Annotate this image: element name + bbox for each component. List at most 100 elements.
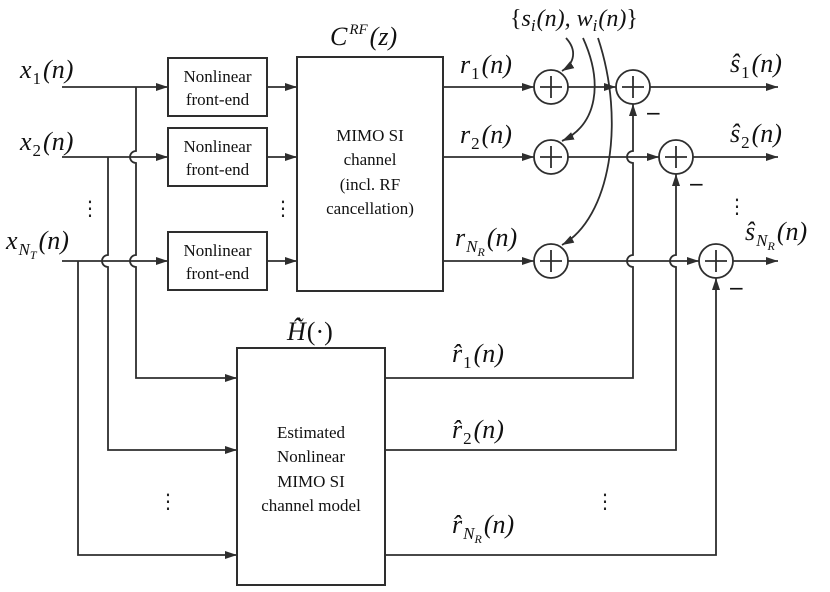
- signal-argument: (n),: [537, 6, 571, 32]
- label-base: r̂: [452, 339, 463, 368]
- frontend-line1: Nonlinear: [184, 137, 252, 156]
- reconstruction-line-2: [385, 174, 680, 451]
- tap-line-nt: [77, 261, 237, 559]
- cancellation-junction-1: [615, 69, 651, 105]
- vertical-ellipsis-model-outputs: ⋮: [595, 489, 615, 513]
- summing-junction-rx-2: [533, 139, 569, 175]
- label-base: r̂: [452, 415, 463, 444]
- minus-sign-nr: −: [728, 276, 745, 300]
- output-label-1: ŝ1(n): [730, 49, 782, 82]
- frontend-box: [167, 127, 268, 187]
- output-label-nr: ŝNR(n): [745, 217, 807, 253]
- reconstructed-label-2: r̂2(n): [452, 415, 504, 448]
- label-argument: (n): [487, 223, 517, 252]
- model-label: H̃̂(·): [286, 317, 333, 346]
- label-subscript: 1: [741, 63, 750, 82]
- channel-block: MIMO SI channel (incl. RF cancellation): [296, 56, 444, 292]
- minus-sign-1: −: [645, 101, 662, 125]
- label-sub-subscript: R: [473, 532, 482, 546]
- label-argument: (n): [752, 49, 782, 78]
- label-base: ŝ: [745, 217, 756, 246]
- label-subscript: 2: [33, 141, 42, 160]
- label-base: r̂: [452, 510, 463, 539]
- vertical-ellipsis-model-inputs: ⋮: [158, 489, 178, 513]
- noise-symbol: w: [577, 6, 593, 32]
- model-line-4: channel model: [261, 496, 361, 515]
- label-subscript: 2: [471, 134, 480, 153]
- brace-close: }: [626, 6, 638, 32]
- model-box: [236, 347, 386, 586]
- model-line-1: Estimated: [277, 423, 345, 442]
- frontend-line2: front-end: [186, 90, 250, 109]
- reconstructed-label-1: r̂1(n): [452, 339, 504, 372]
- label-base: r: [455, 223, 466, 252]
- model-line-3: MIMO SI: [277, 472, 345, 491]
- label-base: r: [460, 120, 471, 149]
- channel-box: [296, 56, 444, 292]
- channel-line-4: cancellation): [326, 199, 414, 218]
- brace-open: {: [510, 6, 522, 32]
- reconstructed-label-nr: r̂NR(n): [452, 510, 514, 546]
- label-argument: (n): [777, 217, 807, 246]
- label-subscript: 1: [471, 64, 480, 83]
- channel-line-1: MIMO SI: [336, 126, 404, 145]
- channel-label-argument: (z): [370, 22, 397, 51]
- minus-sign-2: −: [688, 172, 705, 196]
- label-subscript: N: [465, 237, 479, 256]
- model-line-2: Nonlinear: [277, 447, 345, 466]
- received-label-1: r1(n): [460, 50, 512, 83]
- label-argument: (n): [474, 339, 504, 368]
- noise-subscript: i: [593, 16, 598, 35]
- vertical-ellipsis-outputs: ⋮: [727, 194, 747, 218]
- label-base: x: [19, 55, 32, 84]
- frontend-box: [167, 57, 268, 117]
- cancellation-junction-nr: [698, 243, 734, 279]
- label-argument: (n): [752, 119, 782, 148]
- tap-line-2: [101, 157, 237, 454]
- signal-subscript: i: [531, 16, 536, 35]
- input-label-nt: xNT(n): [5, 226, 69, 262]
- plus-icon: [665, 146, 687, 168]
- frontend-line1: Nonlinear: [184, 67, 252, 86]
- frontend-line2: front-end: [186, 160, 250, 179]
- vertical-ellipsis-inputs: ⋮: [80, 196, 100, 220]
- reconstruction-line-1: [385, 104, 637, 379]
- model-block: Estimated Nonlinear MIMO SI channel mode…: [236, 347, 386, 586]
- summing-junction-rx-nr: [533, 243, 569, 279]
- channel-label-base: C: [330, 22, 348, 51]
- reconstruction-line-nr: [385, 278, 720, 556]
- label-argument: (n): [482, 120, 512, 149]
- label-base: ŝ: [730, 49, 741, 78]
- injection-arrow-nr: [561, 37, 613, 246]
- model-label-base: H̃̂: [286, 317, 307, 346]
- vertical-ellipsis-frontends: ⋮: [273, 196, 293, 220]
- channel-line-2: channel: [344, 150, 397, 169]
- injection-arrow-2: [561, 37, 596, 142]
- label-subscript: 2: [741, 133, 750, 152]
- frontend-block-1: Nonlinear front-end: [167, 57, 268, 117]
- input-label-1: x1(n): [19, 55, 73, 88]
- label-sub-subscript: R: [766, 239, 775, 253]
- injection-arrow-1: [561, 37, 575, 72]
- label-argument: (n): [482, 50, 512, 79]
- label-base: x: [5, 226, 18, 255]
- model-label-argument: (·): [307, 317, 333, 346]
- signal-symbol: s: [522, 6, 531, 32]
- plus-icon: [622, 76, 644, 98]
- tap-line-1: [129, 87, 237, 382]
- label-subscript: 1: [463, 353, 472, 372]
- input-label-2: x2(n): [19, 127, 73, 160]
- label-argument: (n): [39, 226, 69, 255]
- plus-icon: [705, 250, 727, 272]
- plus-icon: [540, 146, 562, 168]
- cancellation-junction-2: [658, 139, 694, 175]
- frontend-box: [167, 231, 268, 291]
- output-label-2: ŝ2(n): [730, 119, 782, 152]
- label-subscript: 2: [463, 429, 472, 448]
- label-base: x: [19, 127, 32, 156]
- label-base: r: [460, 50, 471, 79]
- label-argument: (n): [474, 415, 504, 444]
- label-sub-subscript: R: [476, 245, 485, 259]
